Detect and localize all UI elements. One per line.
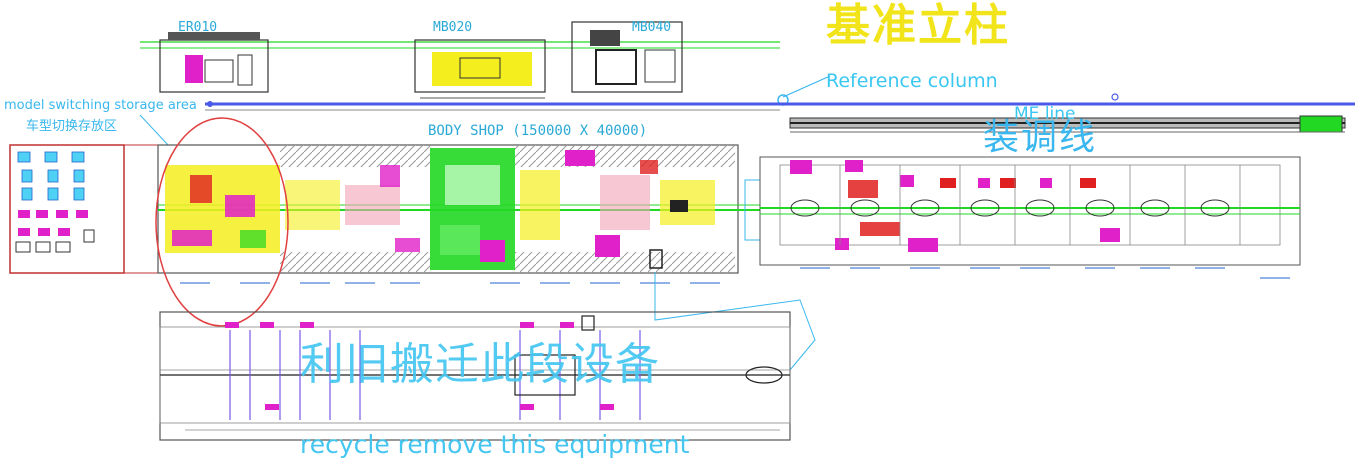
reference-column-title-cn: 基准立柱 — [826, 0, 1010, 51]
me-line-label: ME line — [1014, 104, 1076, 124]
body-shop-layout — [155, 117, 760, 327]
recycle-label-cn: 利旧搬迁此段设备 — [300, 339, 660, 390]
body-shop-label: BODY SHOP (150000 X 40000) — [428, 123, 648, 139]
reference-column-marker — [777, 75, 831, 106]
station-label-mb040: MB040 — [632, 20, 672, 35]
station-label-er010: ER010 — [178, 20, 218, 35]
model-switching-label-cn: 车型切换存放区 — [26, 119, 118, 134]
assembly-line-label-cn: 装调线 — [983, 117, 1098, 158]
model-switching-label-en: model switching storage area — [4, 98, 197, 113]
relocated-equipment-section — [159, 311, 791, 441]
recycle-label-en: recycle remove this equipment — [300, 430, 690, 459]
reference-column-title-en: Reference column — [826, 70, 998, 92]
station-elevation-strip — [140, 21, 780, 99]
transfer-connector — [654, 179, 816, 371]
station-label-mb020: MB020 — [433, 20, 473, 35]
assembly-line-layout — [759, 156, 1301, 279]
me-line-conveyor — [789, 115, 1346, 133]
model-switching-storage-area — [9, 114, 169, 274]
